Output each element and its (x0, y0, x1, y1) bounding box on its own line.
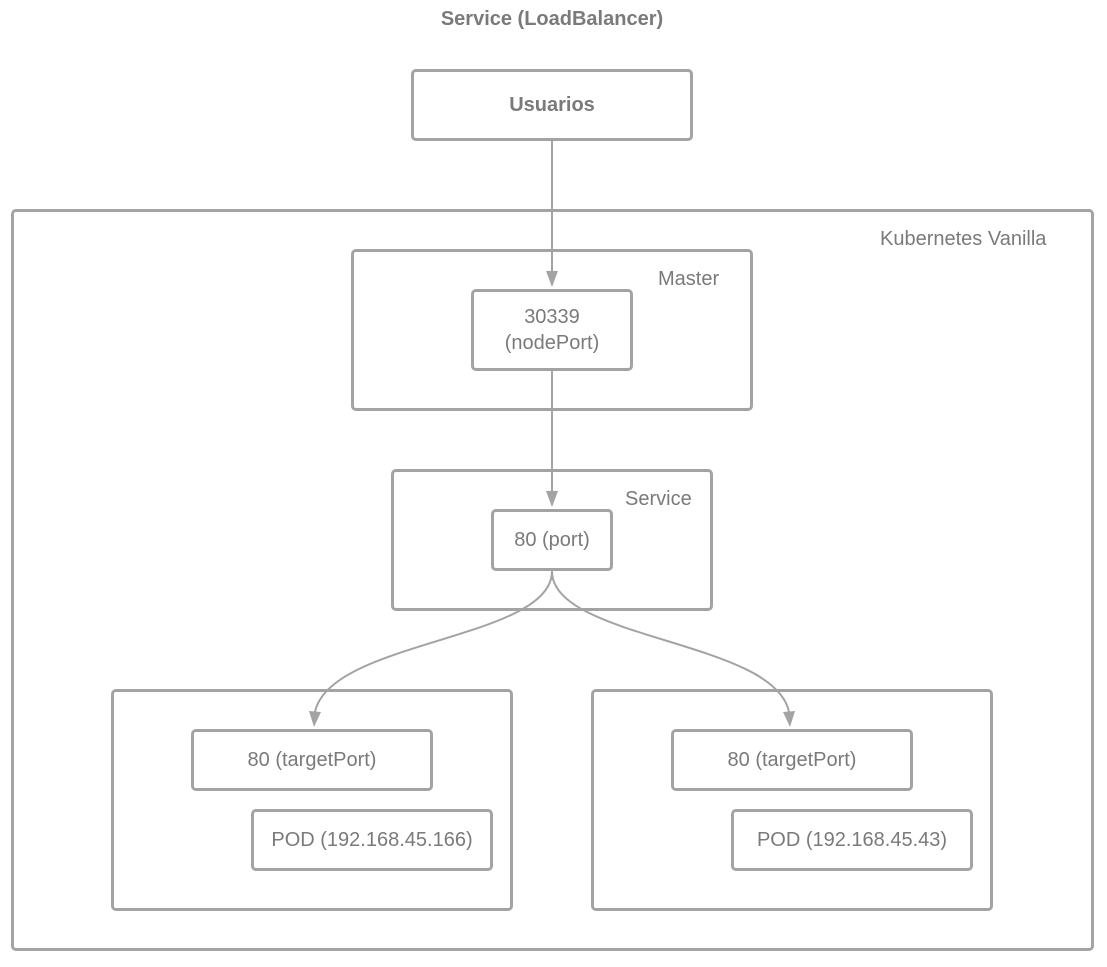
usuarios-label: Usuarios (509, 94, 595, 116)
service-label: Service (625, 488, 692, 510)
master-label: Master (658, 268, 720, 290)
right-pod-node[interactable]: POD (192.168.45.43) (731, 809, 973, 871)
right-pod-label: POD (192.168.45.43) (756, 829, 948, 851)
left-target-port-label: 80 (targetPort) (247, 749, 377, 771)
node-port-node[interactable]: 30339 (nodePort) (471, 289, 633, 371)
right-target-port-node[interactable]: 80 (targetPort) (671, 729, 913, 791)
service-port-node[interactable]: 80 (port) (491, 509, 613, 571)
left-pod-label: POD (192.168.45.166) (271, 829, 473, 851)
diagram-title: Service (LoadBalancer) (440, 8, 664, 30)
left-target-port-node[interactable]: 80 (targetPort) (191, 729, 433, 791)
left-pod-node[interactable]: POD (192.168.45.166) (251, 809, 493, 871)
right-target-port-label: 80 (targetPort) (727, 749, 857, 771)
right-pod-container (591, 689, 993, 911)
cluster-label: Kubernetes Vanilla (880, 228, 1047, 250)
service-port-label: 80 (port) (514, 529, 590, 551)
left-pod-container (111, 689, 513, 911)
usuarios-node[interactable]: Usuarios (411, 69, 693, 141)
node-port-label: (nodePort) (504, 332, 600, 354)
node-port-number: 30339 (524, 306, 580, 328)
